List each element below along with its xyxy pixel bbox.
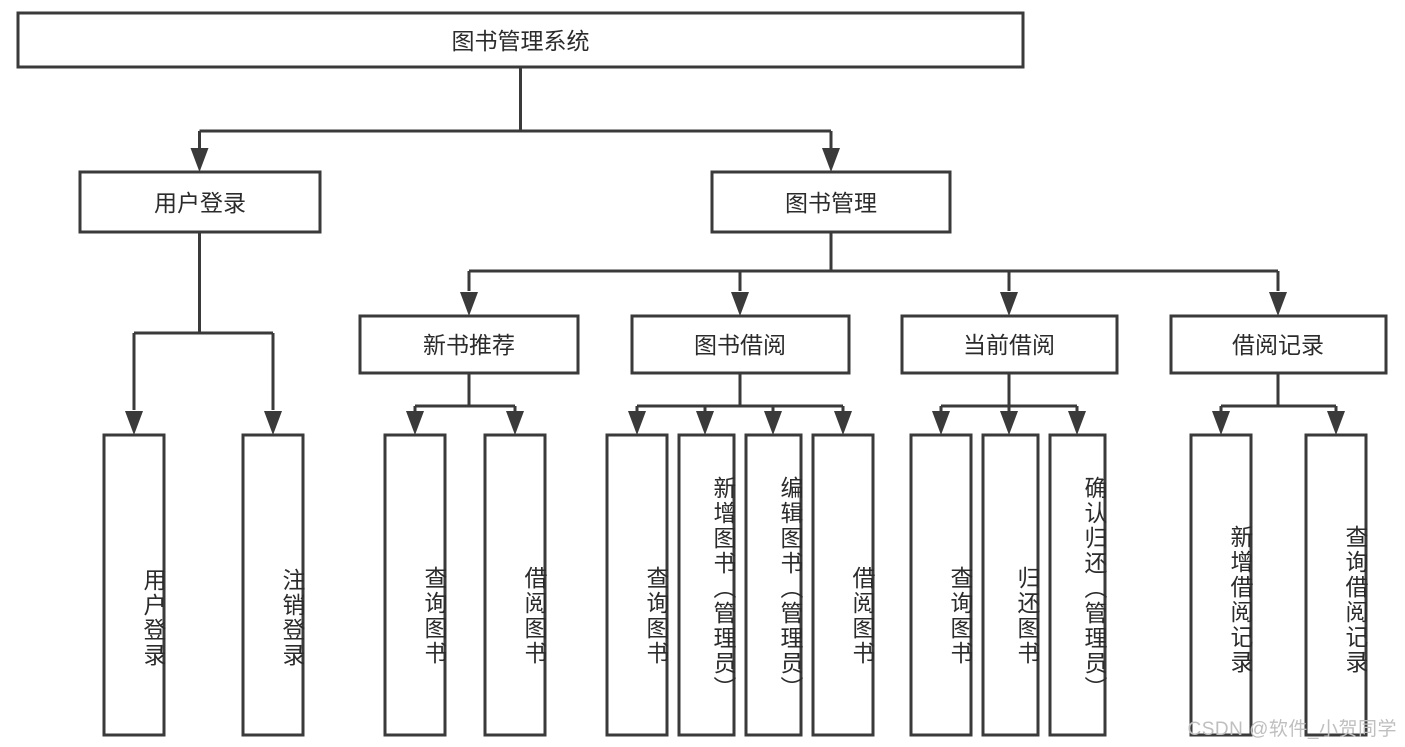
arrow-to-new-book bbox=[460, 292, 478, 316]
node-current-borrow-label: 当前借阅 bbox=[963, 332, 1055, 358]
node-user-login-label: 用户登录 bbox=[154, 190, 246, 216]
node-book-borrow-box[interactable] bbox=[630, 314, 851, 375]
leaf-book-borrow-4-box[interactable] bbox=[811, 433, 875, 737]
node-user-login-box[interactable] bbox=[78, 170, 322, 234]
csdn-watermark: CSDN @软件_小贺同学 bbox=[1187, 719, 1397, 740]
arrow-to-user-login bbox=[190, 148, 209, 172]
leaf-current-borrow-1-box[interactable] bbox=[909, 433, 973, 737]
node-root-label: 图书管理系统 bbox=[452, 28, 590, 54]
arrow-to-book-borrow bbox=[731, 292, 749, 316]
arrow-currentborrow-leaf1 bbox=[932, 411, 950, 435]
leaf-borrow-record-1-box[interactable] bbox=[1189, 433, 1253, 737]
node-borrow-record[interactable]: 借阅记录 bbox=[1169, 314, 1388, 375]
node-user-login[interactable]: 用户登录 bbox=[78, 170, 322, 234]
leaf-borrow-record-2-box[interactable] bbox=[1304, 433, 1368, 737]
arrow-bookborrow-leaf2 bbox=[696, 411, 714, 435]
node-book-management[interactable]: 图书管理 bbox=[710, 170, 952, 234]
node-root-box[interactable] bbox=[16, 11, 1025, 69]
arrow-userlogin-leaf1 bbox=[125, 411, 143, 435]
arrow-bookborrow-leaf3 bbox=[764, 411, 782, 435]
arrow-to-book-mgmt bbox=[822, 148, 840, 172]
arrow-newbook-leaf1 bbox=[406, 411, 424, 435]
arrow-to-current-borrow bbox=[1000, 292, 1018, 316]
arrow-currentborrow-leaf3 bbox=[1068, 411, 1086, 435]
leaf-user-login-1-box[interactable] bbox=[102, 433, 166, 737]
arrow-currentborrow-leaf2 bbox=[1000, 411, 1018, 435]
leaf-new-book-2-box[interactable] bbox=[483, 433, 547, 737]
leaf-book-borrow-3-box[interactable] bbox=[744, 433, 803, 737]
leaf-current-borrow-3-box[interactable] bbox=[1048, 433, 1107, 737]
node-current-borrow-box[interactable] bbox=[900, 314, 1119, 375]
arrow-borrowrecord-leaf2 bbox=[1327, 411, 1345, 435]
node-new-book-recommend-label: 新书推荐 bbox=[423, 332, 515, 358]
node-book-management-box[interactable] bbox=[710, 170, 952, 234]
leaf-book-borrow-1-box[interactable] bbox=[605, 433, 669, 737]
arrow-bookborrow-leaf4 bbox=[834, 411, 852, 435]
arrow-userlogin-leaf2 bbox=[264, 411, 282, 435]
node-borrow-record-box[interactable] bbox=[1169, 314, 1388, 375]
node-new-book-recommend-box[interactable] bbox=[358, 314, 580, 375]
leaf-current-borrow-2-box[interactable] bbox=[981, 433, 1040, 737]
node-root[interactable]: 图书管理系统 bbox=[16, 11, 1025, 69]
connector-layer bbox=[125, 67, 1345, 435]
node-book-borrow-label: 图书借阅 bbox=[694, 332, 786, 358]
leaf-book-borrow-2-box[interactable] bbox=[677, 433, 736, 737]
arrow-borrowrecord-leaf1 bbox=[1212, 411, 1230, 435]
leaf-user-login-2-box[interactable] bbox=[241, 433, 305, 737]
node-book-management-label: 图书管理 bbox=[785, 190, 877, 216]
node-current-borrow[interactable]: 当前借阅 bbox=[900, 314, 1119, 375]
node-new-book-recommend[interactable]: 新书推荐 bbox=[358, 314, 580, 375]
arrow-newbook-leaf2 bbox=[506, 411, 524, 435]
leaf-new-book-1-box[interactable] bbox=[383, 433, 447, 737]
node-book-borrow[interactable]: 图书借阅 bbox=[630, 314, 851, 375]
arrow-to-borrow-record bbox=[1269, 292, 1287, 316]
node-borrow-record-label: 借阅记录 bbox=[1232, 332, 1324, 358]
arrow-bookborrow-leaf1 bbox=[628, 411, 646, 435]
